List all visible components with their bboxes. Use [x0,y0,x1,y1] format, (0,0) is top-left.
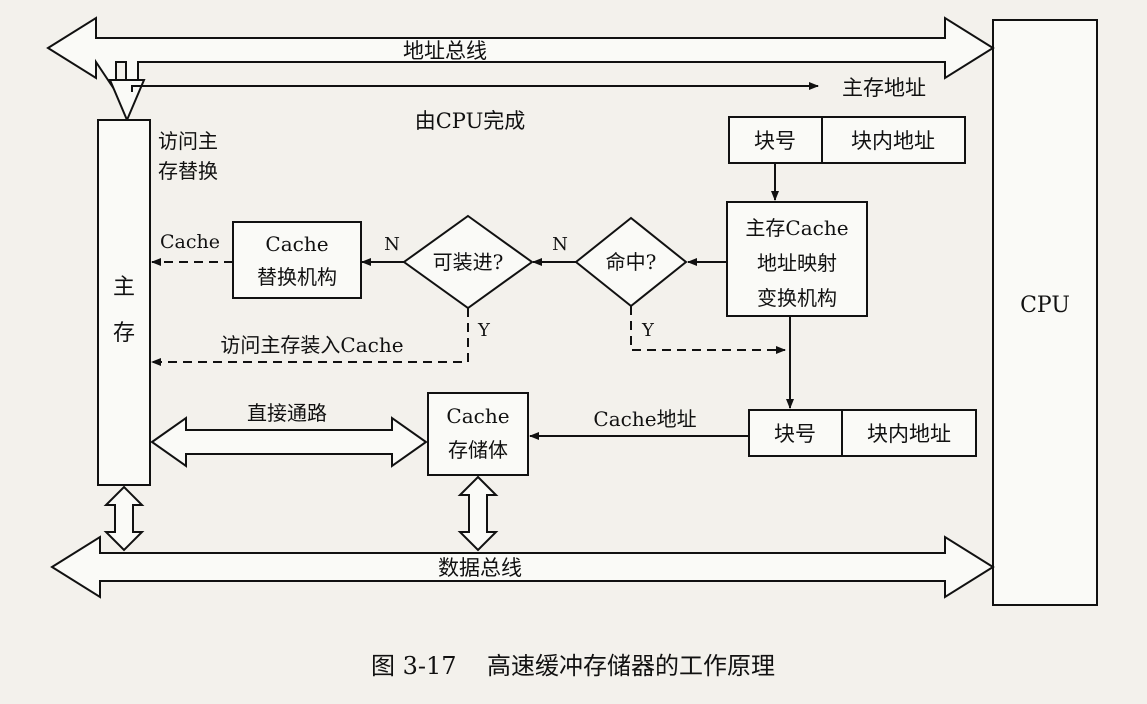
data-bus-label: 数据总线 [438,556,522,580]
hit-no-label: N [552,234,568,255]
loadable-yes-path [151,308,469,366]
cache-address-label: Cache地址 [593,407,696,431]
hit-yes-label: Y [641,320,655,341]
bottom-block-offset-label: 块内地址 [867,422,951,446]
mapping-label-1: 主存Cache [745,216,848,240]
main-memory-box [97,119,151,486]
bottom-block-no-label: 块号 [774,422,816,446]
access-load-label: 访问主存装入Cache [220,333,403,357]
loadable-decision-label: 可装进? [433,250,504,274]
cache-replace-label-1: Cache [265,232,328,256]
cache-replacement-box [232,221,362,299]
hit-decision-label: 命中? [606,250,657,274]
cache-data-bus-arrow [457,475,499,552]
figure-caption: 图 3-17 高速缓冲存储器的工作原理 [371,652,775,680]
address-bus [46,16,995,96]
top-block-no-label: 块号 [754,129,796,153]
cpu-box [992,19,1098,606]
memory-data-bus-arrow [103,485,145,552]
address-register-bottom [748,409,977,457]
address-register-top [728,116,966,164]
address-bus-label: 地址总线 [403,39,487,63]
cache-replace-label-2: 替换机构 [257,265,337,289]
cache-store-label-2: 存储体 [448,438,508,462]
mapping-label-3: 变换机构 [757,286,837,310]
cache-out-label: Cache [160,231,220,253]
cache-storage-box [427,392,529,476]
address-bus-down-arrow [108,79,146,123]
direct-path-label: 直接通路 [247,401,327,425]
main-memory-address-line [131,82,819,92]
loadable-no-label: N [384,234,400,255]
mapping-label-2: 地址映射 [757,251,837,275]
direct-path-arrow [150,416,428,468]
access-replace-label-2: 存替换 [158,159,218,183]
main-memory-label-2: 存 [113,321,135,346]
main-memory-label-1: 主 [113,275,135,300]
cache-store-label-1: Cache [446,404,509,428]
data-bus [50,535,995,599]
cpu-done-label: 由CPU完成 [415,109,526,133]
cpu-label: CPU [1020,293,1070,318]
loadable-yes-label: Y [477,320,491,341]
access-replace-label-1: 访问主 [158,129,218,153]
address-mapping-box [726,201,868,317]
top-block-offset-label: 块内地址 [851,129,935,153]
main-memory-address-label: 主存地址 [842,76,926,100]
